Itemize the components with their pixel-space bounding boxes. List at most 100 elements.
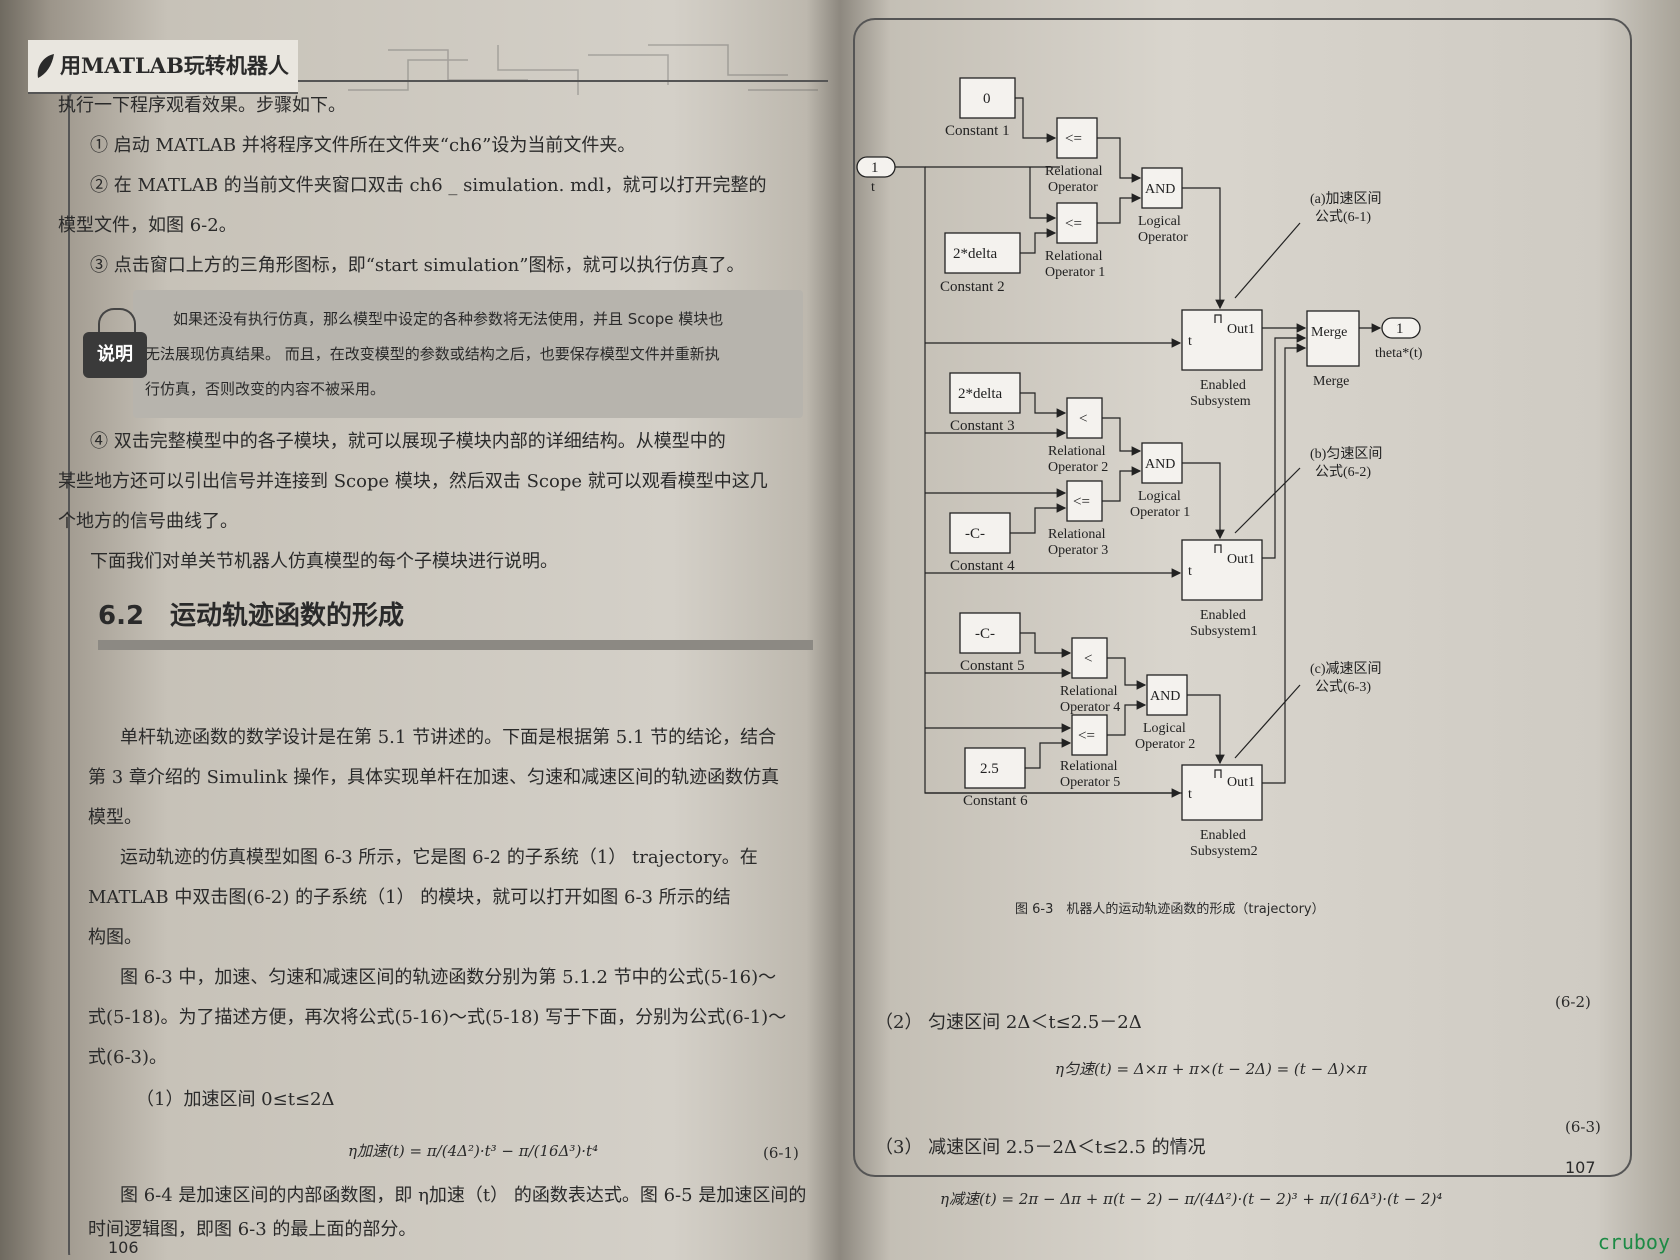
book-title: 用MATLAB玩转机器人 [60, 53, 289, 78]
constant-4-value: -C- [965, 526, 985, 542]
relop-3-label-2: Operator 3 [1048, 543, 1108, 558]
logical-2-op: AND [1150, 689, 1180, 704]
relop-5-label-1: Relational [1060, 759, 1118, 774]
note-line-2: 无法展现仿真结果。 而且，在改变模型的参数或结构之后，也要保存模型文件并重新执 [145, 345, 720, 363]
logical-2-block [1146, 674, 1188, 716]
constant-5-label: Constant 5 [960, 658, 1025, 674]
inport-number: 1 [871, 160, 879, 176]
relop-3-label-1: Relational [1048, 527, 1106, 542]
equation-number-6-3: (6-3) [1565, 1118, 1601, 1136]
circuit-decoration [348, 44, 818, 95]
equation-6-1: η加速(t) = π/(4Δ²)·t³ − π/(16Δ³)·t⁴ [348, 1142, 599, 1160]
step-3: ③ 点击窗口上方的三角形图标，即“start simulation”图标，就可以… [90, 255, 745, 276]
relop-2-op: < [1079, 411, 1087, 427]
equation-6-3: η减速(t) = 2π − Δπ + π(t − 2) − π/(4Δ²)·(t… [940, 1190, 1443, 1208]
simulink-trajectory-diagram: 1 t 0 Constant 1 <= Relational Operator … [856, 77, 1423, 859]
relop-1-block [1056, 202, 1098, 244]
constant-5-value: -C- [975, 626, 995, 642]
tag-string [98, 308, 136, 338]
step-2-cont: 模型文件，如图 6-2。 [58, 215, 237, 236]
logical-1-label-1: Logical [1138, 489, 1181, 504]
body-line-4: 运动轨迹的仿真模型如图 6-3 所示，它是图 6-2 的子系统（1） traje… [120, 847, 758, 868]
body-line-2: 第 3 章介绍的 Simulink 操作，具体实现单杆在加速、匀速和减速区间的轨… [88, 767, 780, 788]
case-1: （1）加速区间 0≤t≤2Δ [136, 1089, 335, 1110]
subsystem-0-label-2: Subsystem [1190, 394, 1251, 409]
right-page-frame [853, 18, 1632, 1177]
page-header: 用MATLAB玩转机器人 [28, 40, 298, 94]
merge-block [1306, 310, 1360, 367]
body-line-7: 图 6-3 中，加速、匀速和减速区间的轨迹函数分别为第 5.1.2 节中的公式(… [120, 967, 777, 988]
step-4-line-2: 某些地方还可以引出信号并连接到 Scope 模块，然后双击 Scope 就可以观… [58, 471, 768, 492]
annotation-a-line-1: (a)加速区间 [1310, 191, 1382, 207]
relop-0-label-1: Relational [1045, 164, 1103, 179]
relop-2-label-2: Operator 2 [1048, 460, 1108, 475]
subsystem-2-out: Out1 [1227, 775, 1255, 790]
note-tag: 说明 [83, 332, 147, 378]
enabled-subsystem2-block [1181, 764, 1263, 821]
step-2: ② 在 MATLAB 的当前文件夹窗口双击 ch6 _ simulation. … [90, 175, 767, 196]
logical-0-label-1: Logical [1138, 214, 1181, 229]
constant-3-block [949, 372, 1021, 414]
relop-1-label-2: Operator 1 [1045, 265, 1105, 280]
tail-line-2: 时间逻辑图，即图 6-3 的最上面的部分。 [88, 1219, 417, 1240]
annotation-b-line-2: 公式(6-2) [1315, 464, 1371, 480]
body-line-9: 式(6-3)。 [88, 1047, 168, 1068]
subsystem-0-label-1: Enabled [1200, 378, 1246, 393]
constant-1-block [959, 77, 1016, 119]
note-line-1: 如果还没有执行仿真，那么模型中设定的各种参数将无法使用，并且 Scope 模块也 [173, 310, 724, 328]
merge-block-text: Merge [1311, 325, 1347, 340]
leaf-logo-icon [37, 54, 54, 78]
enabled-subsystem-block [1181, 309, 1263, 371]
relop-5-label-2: Operator 5 [1060, 775, 1120, 790]
subsystem-1-label-2: Subsystem1 [1190, 624, 1258, 639]
watermark: cruboy [1597, 1230, 1670, 1254]
body-line-3: 模型。 [88, 807, 142, 828]
enabled-subsystem1-block [1181, 539, 1263, 601]
merge-label: Merge [1313, 374, 1349, 389]
relop-4-label-1: Relational [1060, 684, 1118, 699]
annotation-b-line-1: (b)匀速区间 [1310, 446, 1382, 462]
logical-1-op: AND [1145, 457, 1175, 472]
subsystem-2-in: t [1188, 787, 1192, 802]
note-line-3: 行仿真，否则改变的内容不被采用。 [145, 380, 386, 398]
subsystem-2-label-1: Enabled [1200, 828, 1246, 843]
enable-port-icon [1214, 314, 1222, 323]
step-4-line-1: ④ 双击完整模型中的各子模块，就可以展现子模块内部的详细结构。从模型中的 [90, 431, 726, 452]
case-3: （3） 减速区间 2.5－2Δ＜t≤2.5 的情况 [875, 1137, 1206, 1158]
subsystem-0-out: Out1 [1227, 322, 1255, 337]
inport-label: t [871, 180, 875, 195]
relop-5-op: <= [1078, 728, 1095, 744]
case-2: （2） 匀速区间 2Δ＜t≤2.5－2Δ [875, 1012, 1142, 1033]
relop-4-op: < [1084, 651, 1092, 667]
step-1: ① 启动 MATLAB 并将程序文件所在文件夹“ch6”设为当前文件夹。 [90, 135, 636, 156]
tail-line-1: 图 6-4 是加速区间的内部函数图，即 η加速（t） 的函数表达式。图 6-5 … [120, 1185, 807, 1206]
relop-4-label-2: Operator 4 [1060, 700, 1120, 715]
relop-3-op: <= [1073, 494, 1090, 510]
outport-label: theta*(t) [1375, 346, 1423, 361]
constant-6-label: Constant 6 [963, 793, 1028, 809]
logical-1-label-2: Operator 1 [1130, 505, 1190, 520]
constant-3-value: 2*delta [958, 386, 1002, 402]
step-4-line-3: 个地方的信号曲线了。 [58, 511, 238, 532]
constant-4-label: Constant 4 [950, 558, 1015, 574]
note-box: 如果还没有执行仿真，那么模型中设定的各种参数将无法使用，并且 Scope 模块也… [133, 290, 803, 418]
logical-0-block [1141, 167, 1183, 209]
logical-2-label-2: Operator 2 [1135, 737, 1195, 752]
figure-caption: 图 6-3 机器人的运动轨迹函数的形成（trajectory） [1015, 902, 1325, 917]
body-line-5: MATLAB 中双击图(6-2) 的子系统（1） 的模块，就可以打开如图 6-3… [88, 887, 731, 908]
body-line-8: 式(5-18)。为了描述方便，再次将公式(5-16)～式(5-18) 写于下面，… [88, 1007, 787, 1028]
annotation-c-line-2: 公式(6-3) [1315, 679, 1371, 695]
constant-5-block [959, 612, 1021, 654]
relop-2-label-1: Relational [1048, 444, 1106, 459]
outport-block [1381, 317, 1421, 339]
constant-3-label: Constant 3 [950, 418, 1015, 434]
right-page-number: 107 [1565, 1158, 1596, 1177]
constant-2-label: Constant 2 [940, 279, 1005, 295]
left-page-frame [68, 80, 828, 1255]
relop-1-op: <= [1065, 216, 1082, 232]
section-rule [98, 640, 813, 650]
subsystem-0-in: t [1188, 334, 1192, 349]
intro-text: 执行一下程序观看效果。步骤如下。 [58, 95, 346, 116]
relop-3-block [1066, 480, 1103, 522]
